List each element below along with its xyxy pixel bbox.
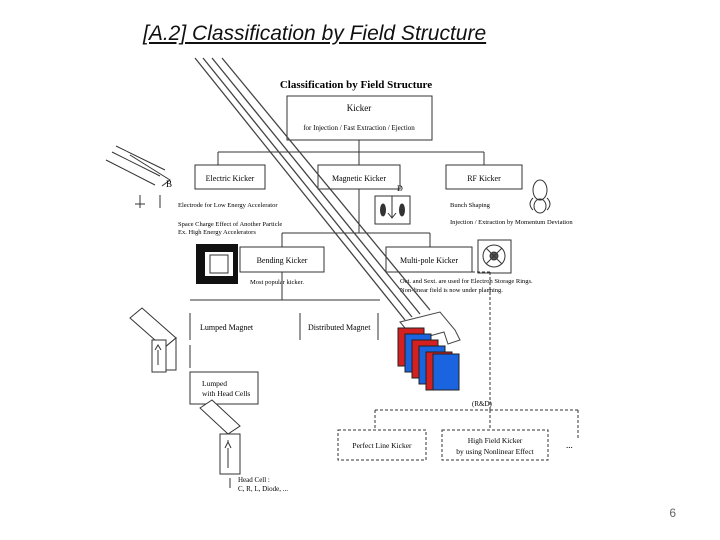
multipole-icon <box>477 239 512 274</box>
high-field-kicker-line2: by using Nonlinear Effect <box>456 447 534 456</box>
electric-note-3: Ex. High Energy Accelerators <box>178 229 256 236</box>
magnetic-kicker-box: Magnetic Kicker <box>317 164 401 190</box>
lumped-cells-line2: with Head Cells <box>202 389 250 398</box>
bending-kicker-label: Bending Kicker <box>257 256 308 265</box>
rnd-label: (R&D) <box>472 400 493 408</box>
bending-connectors <box>189 272 380 368</box>
multipole-kicker-box: Multi-pole Kicker <box>385 246 473 273</box>
electric-plates-icon <box>105 145 171 208</box>
electric-kicker-label: Electric Kicker <box>206 174 255 183</box>
multipole-kicker-label: Multi-pole Kicker <box>400 256 458 265</box>
lumped-cells-box: Lumped with Head Cells <box>189 371 259 405</box>
lumped-magnet-label: Lumped Magnet <box>200 323 254 332</box>
multipole-note-1: Oct. and Sext. are used for Electron Sto… <box>400 278 533 285</box>
rnd-ellipsis: ... <box>566 440 573 450</box>
head-cell-line2: C, R, L, Diode, ... <box>238 485 288 493</box>
slide-title: [A.2] Classification by Field Structure <box>143 22 487 45</box>
electric-note-2: Space Charge Effect of Another Particle <box>178 221 282 228</box>
perfect-line-kicker-box: Perfect Line Kicker <box>337 429 427 461</box>
high-field-kicker-box: High Field Kicker by using Nonlinear Eff… <box>441 429 549 461</box>
bending-kicker-box: Bending Kicker <box>239 246 325 273</box>
head-cell-line1: Head Cell : <box>238 476 270 484</box>
field-b-symbol: B <box>166 179 172 189</box>
page-number: 6 <box>669 506 676 520</box>
bending-note: Most popular kicker. <box>250 279 304 286</box>
rf-note-2: Injection / Extraction by Momentum Devia… <box>450 219 573 226</box>
kicker-label: Kicker <box>347 103 372 113</box>
rf-note-1: Bunch Shaping <box>450 202 491 209</box>
field-d-symbol: D <box>397 184 403 193</box>
kicker-sublabel: for Injection / Fast Extraction / Ejecti… <box>303 124 415 132</box>
multipole-note-2: Non-linear field is now under planning. <box>400 287 503 294</box>
magnetic-kicker-label: Magnetic Kicker <box>332 174 386 183</box>
diagram-header: Classification by Field Structure <box>280 79 432 91</box>
rf-bunch-icon <box>529 179 551 214</box>
head-cell-icon <box>199 399 241 488</box>
rf-kicker-label: RF Kicker <box>467 174 501 183</box>
distributed-magnet-label: Distributed Magnet <box>308 323 371 332</box>
perfect-line-kicker-label: Perfect Line Kicker <box>352 441 412 450</box>
kicker-plate-stack <box>397 327 460 391</box>
root-connectors <box>217 140 485 165</box>
electric-kicker-box: Electric Kicker <box>194 164 266 190</box>
lumped-cells-line1: Lumped <box>202 379 227 388</box>
lumped-magnet-icon <box>129 307 177 373</box>
high-field-kicker-line1: High Field Kicker <box>468 436 523 445</box>
coil-icon <box>374 195 411 225</box>
rf-kicker-box: RF Kicker <box>445 164 523 190</box>
c-magnet-icon <box>196 244 238 284</box>
electric-note-1: Electrode for Low Energy Accelerator <box>178 202 278 209</box>
kicker-box: Kicker for Injection / Fast Extraction /… <box>286 95 433 141</box>
magnetic-connectors <box>281 189 431 247</box>
